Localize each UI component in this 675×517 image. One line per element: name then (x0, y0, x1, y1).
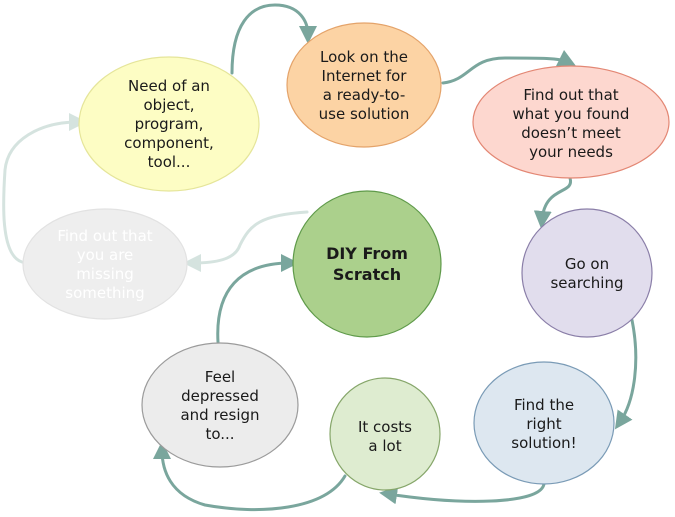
arrow-diy-to-missing (183, 210, 309, 272)
arrow-costs-to-feel (153, 441, 347, 512)
arrow-goon-to-findright (614, 318, 638, 430)
arrow-missing-to-need (2, 113, 87, 264)
arrow-need-to-look (230, 3, 317, 75)
arrow-feel-to-diy (216, 254, 299, 344)
arrow-findright-to-costs (379, 482, 546, 505)
arrow-findout-to-goon (533, 176, 573, 229)
arrow-look-to-findout (441, 49, 577, 85)
